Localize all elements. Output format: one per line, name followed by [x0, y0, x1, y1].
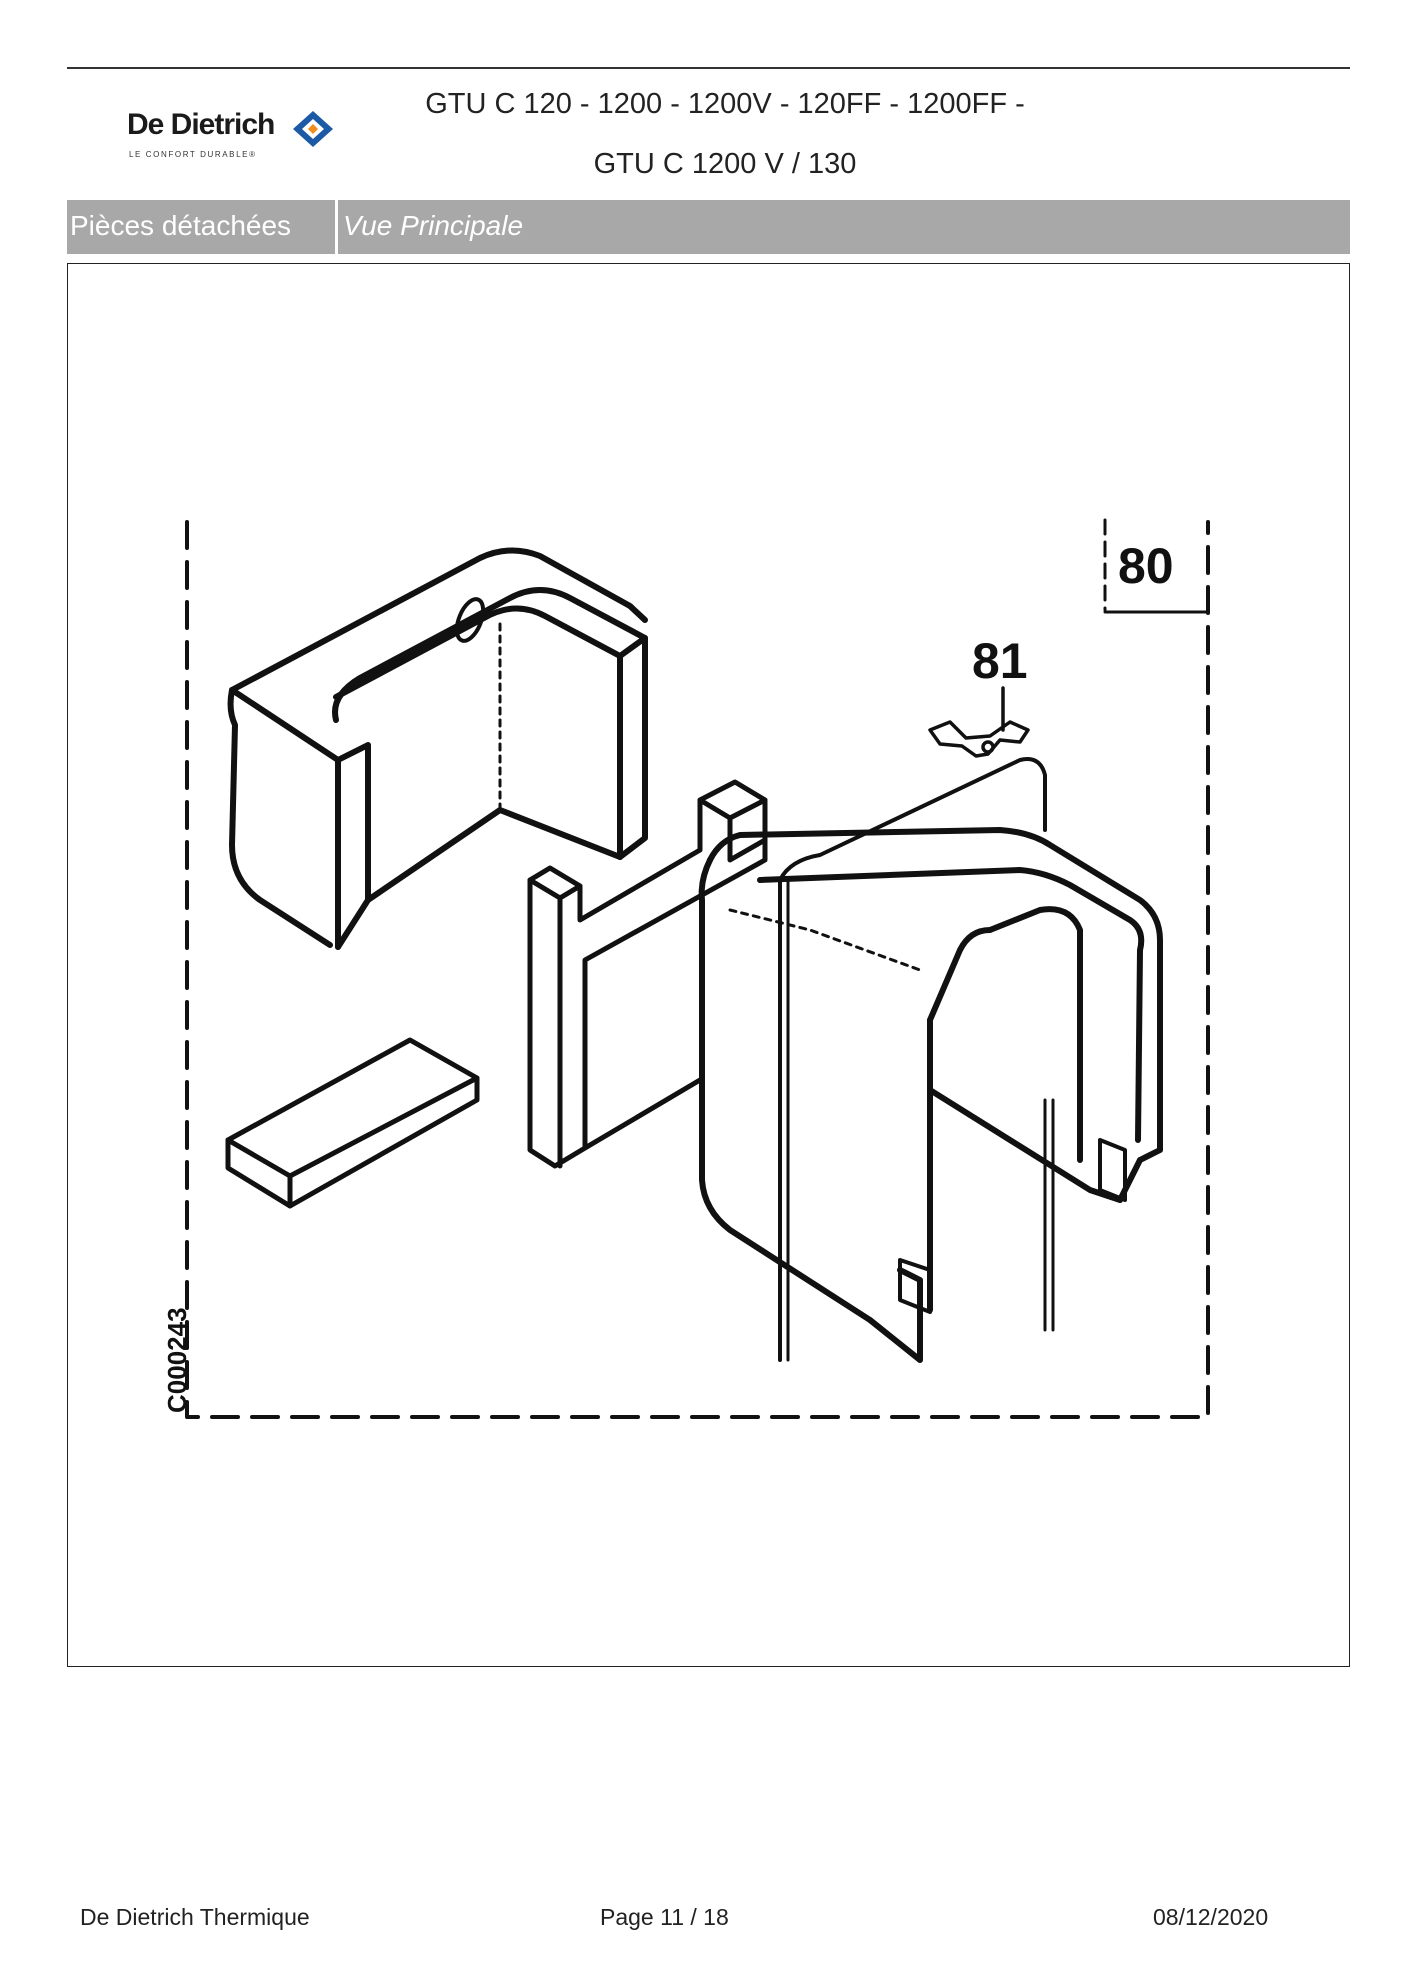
assembly-boundary	[185, 520, 1210, 1419]
part-81-clip	[928, 686, 1030, 758]
footer-date: 08/12/2020	[1153, 1904, 1269, 1930]
footer-page-number: Page 11 / 18	[600, 1904, 729, 1930]
section-label: Pièces détachées	[70, 210, 292, 241]
document-title-line2: GTU C 1200 V / 130	[593, 148, 857, 180]
view-label: Vue Principale	[343, 210, 524, 241]
diamond-logo-icon	[293, 111, 333, 147]
brand-logo: De Dietrich LE CONFORT DURABLE®	[127, 108, 347, 168]
section-bar: Pièces détachées Vue Principale	[67, 200, 1350, 254]
front-jacket	[698, 757, 1163, 1363]
part-label-81: 81	[972, 633, 1028, 689]
section-divider	[335, 200, 338, 254]
top-rule	[67, 67, 1350, 69]
upper-u-insulation	[227, 547, 648, 950]
exploded-parts-drawing: 80 81 C000243	[162, 518, 1210, 1419]
part-label-80: 80	[1118, 538, 1174, 594]
document-title-line1: GTU C 120 - 1200 - 1200V - 120FF - 1200F…	[425, 88, 1025, 120]
lower-flat-insulation	[225, 1037, 480, 1209]
footer-company: De Dietrich Thermique	[80, 1904, 310, 1930]
drawing-frame	[67, 263, 1350, 1667]
drawing-ref-code: C000243	[162, 1307, 192, 1413]
brand-tagline: LE CONFORT DURABLE®	[129, 150, 257, 159]
label-80-box	[1103, 518, 1208, 614]
brand-name: De Dietrich	[127, 108, 275, 141]
